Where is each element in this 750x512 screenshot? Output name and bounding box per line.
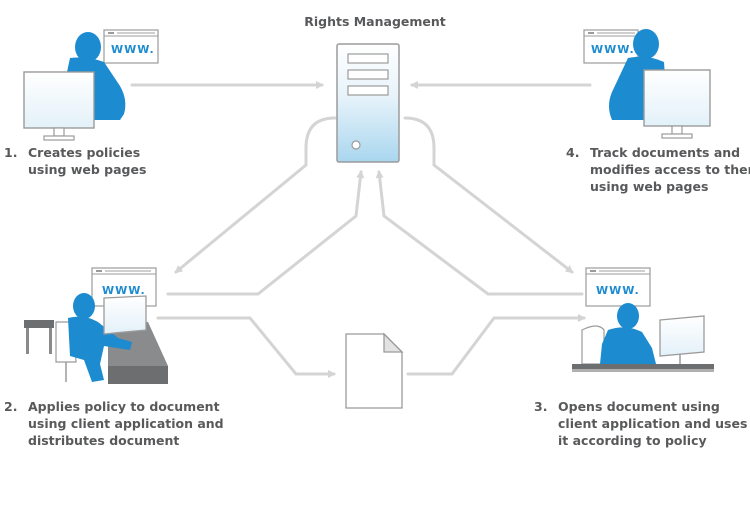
step-description: Applies policy to document using client … <box>28 398 224 449</box>
step-3-workstation: WWW. <box>572 267 714 372</box>
arrow-server-to-opener <box>403 116 574 274</box>
desk-icon <box>108 322 168 384</box>
diagram-title: Rights Management <box>304 14 446 29</box>
step-line: Opens document using <box>558 399 720 414</box>
step-number: 3. <box>534 399 548 414</box>
arrow-opener-to-server <box>375 170 584 296</box>
arrow-applier-to-server <box>166 170 365 296</box>
monitor-icon <box>659 315 705 364</box>
arrow-document-to-opener <box>406 314 586 376</box>
monitor-icon <box>643 69 711 139</box>
person-at-computer-icon <box>68 293 132 382</box>
step-line: Track documents and <box>590 145 741 160</box>
step-line: using client application and <box>28 416 224 431</box>
browser-www-label: WWW. <box>102 284 146 297</box>
web-browser-icon: WWW. <box>583 29 639 64</box>
step-line: using web pages <box>590 179 709 194</box>
step-4-workstation: WWW. <box>583 29 711 139</box>
step-description: Opens document using client application … <box>558 398 747 449</box>
step-number: 2. <box>4 399 18 414</box>
person-at-computer-icon <box>600 303 656 364</box>
step-description: Track documents and modifies access to t… <box>590 144 750 195</box>
step-line: distributes document <box>28 433 180 448</box>
step-2-workstation: WWW. <box>24 267 168 384</box>
web-browser-icon: WWW. <box>103 29 159 64</box>
monitor-icon <box>103 295 147 335</box>
desk-icon <box>572 364 714 372</box>
step-line: Creates policies <box>28 145 141 160</box>
monitor-icon <box>23 71 95 141</box>
browser-www-label: WWW. <box>596 284 640 297</box>
flow-arrows <box>130 81 592 378</box>
browser-www-label: WWW. <box>111 43 155 56</box>
arrow-applier-to-document <box>156 316 336 378</box>
server-icon <box>336 43 400 163</box>
web-browser-icon: WWW. <box>585 267 651 307</box>
step-number: 1. <box>4 145 18 160</box>
browser-www-label: WWW. <box>591 43 635 56</box>
step-line: client application and uses <box>558 416 748 431</box>
step-line: it according to policy <box>558 433 707 448</box>
step-line: using web pages <box>28 162 147 177</box>
document-icon <box>345 332 404 409</box>
step-number: 4. <box>566 145 580 160</box>
step-description: Creates policies using web pages <box>28 144 146 178</box>
side-table-icon <box>24 320 54 354</box>
arrow-server-to-applier <box>174 116 337 274</box>
step-line: Applies policy to document <box>28 399 220 414</box>
step-1-workstation: WWW. <box>23 29 159 141</box>
step-line: modifies access to them <box>590 162 750 177</box>
